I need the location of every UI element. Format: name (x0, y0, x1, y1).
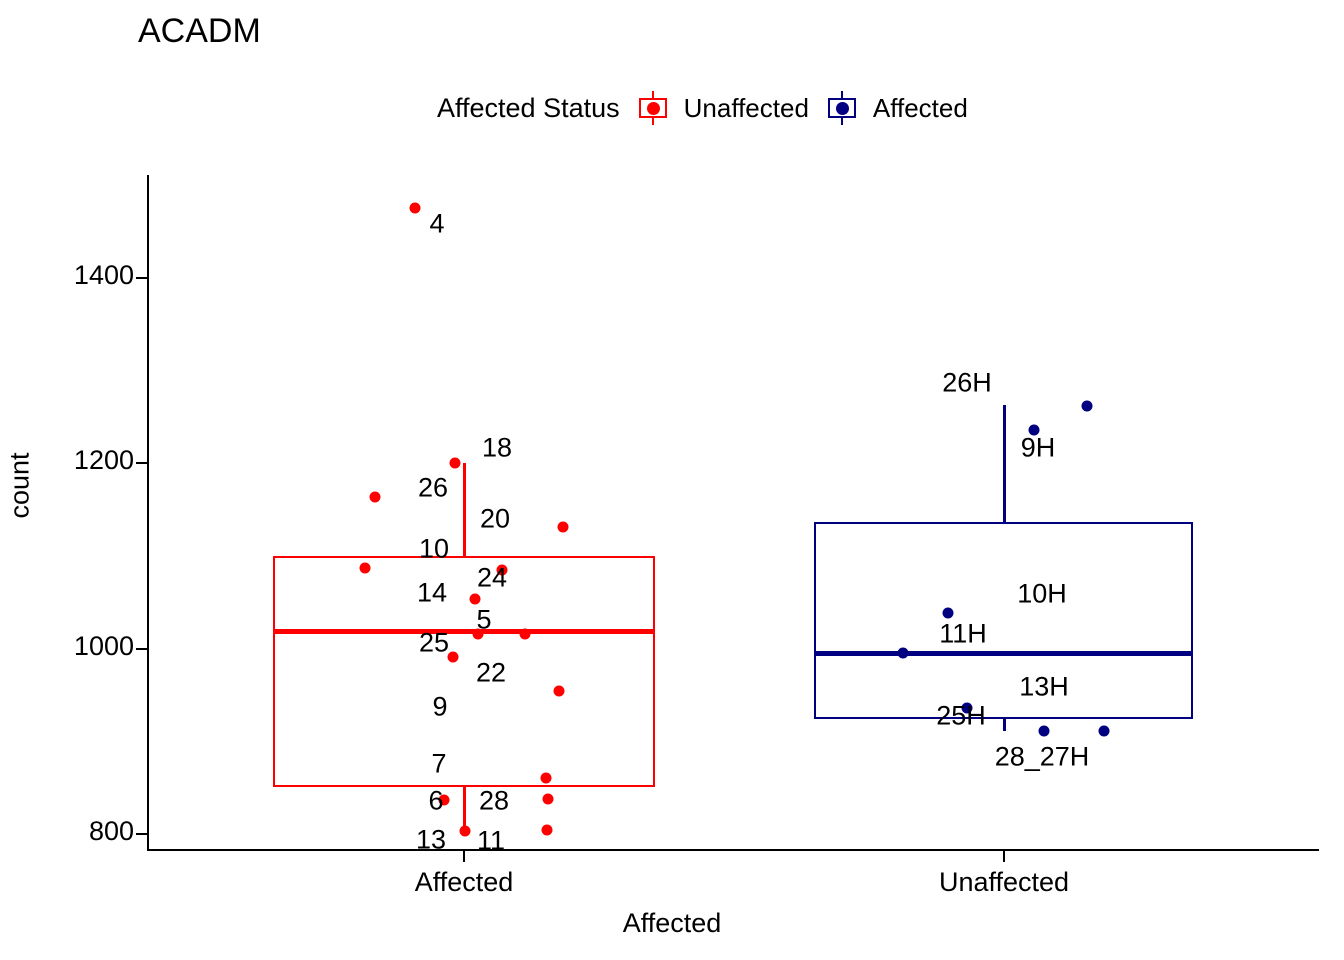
boxplot-key-icon (634, 91, 674, 125)
point-label-unaffected: 26H (942, 367, 992, 398)
data-point-affected[interactable] (359, 562, 371, 574)
point-label-unaffected: 11H (939, 618, 987, 649)
data-point-affected[interactable] (496, 564, 508, 576)
y-tick-label: 1200 (73, 445, 134, 475)
point-label-unaffected: 25H (936, 700, 986, 731)
point-label-affected: 26 (417, 472, 449, 503)
x-tick-label: Affected (414, 867, 514, 897)
x-tick-label: Unaffected (938, 867, 1070, 897)
legend-label-affected: Affected (872, 92, 968, 123)
legend-label-unaffected: Unaffected (683, 92, 809, 123)
y-tick-label: 1400 (73, 260, 134, 290)
legend-title: Affected Status (437, 92, 620, 123)
data-point-unaffected[interactable] (897, 647, 909, 659)
page-title: ACADM (138, 12, 261, 50)
point-label-affected: 24 (476, 562, 508, 593)
point-label-affected: 25 (418, 627, 450, 658)
y-tick-mark (136, 648, 147, 650)
box-affected[interactable] (273, 556, 655, 787)
whisker-lower-unaffected (1003, 719, 1006, 731)
point-label-unaffected: 13H (1019, 671, 1069, 702)
x-axis-title: Affected (622, 908, 722, 938)
data-point-affected[interactable] (409, 202, 421, 214)
data-point-affected[interactable] (557, 521, 569, 533)
point-label-affected: 10 (418, 533, 450, 564)
data-point-affected[interactable] (469, 593, 481, 605)
data-point-affected[interactable] (459, 825, 471, 837)
boxplot-key-icon (823, 91, 863, 125)
y-tick-mark (136, 462, 147, 464)
data-point-affected[interactable] (472, 628, 484, 640)
y-tick-label: 1000 (73, 631, 134, 661)
whisker-upper-unaffected (1003, 405, 1006, 522)
data-point-unaffected[interactable] (961, 702, 973, 714)
point-label-affected: 6 (428, 785, 444, 816)
point-label-affected: 7 (431, 748, 447, 779)
point-label-affected: 14 (416, 577, 448, 608)
point-label-affected: 4 (429, 208, 445, 239)
point-label-affected: 28 (478, 785, 510, 816)
y-axis-line (147, 175, 149, 850)
data-point-affected[interactable] (519, 628, 531, 640)
data-point-affected[interactable] (553, 685, 565, 697)
point-label-affected: 5 (476, 604, 492, 635)
x-axis-line (147, 849, 1319, 851)
y-tick-label: 800 (88, 816, 134, 846)
point-label-affected: 20 (479, 503, 511, 534)
data-point-affected[interactable] (447, 651, 459, 663)
data-point-unaffected[interactable] (1038, 725, 1050, 737)
legend-entry-affected[interactable]: Affected (823, 91, 968, 125)
y-tick-mark (136, 277, 147, 279)
whisker-lower-affected (463, 787, 466, 830)
point-label-affected: 11 (476, 825, 506, 856)
point-label-affected: 22 (475, 657, 507, 688)
data-point-affected[interactable] (449, 457, 461, 469)
x-tick-mark (463, 851, 465, 862)
median-line-unaffected (814, 651, 1193, 656)
data-point-affected[interactable] (438, 794, 450, 806)
point-label-affected: 13 (415, 824, 447, 855)
y-axis-title: count (4, 452, 35, 519)
y-tick-mark (136, 833, 147, 835)
point-label-unaffected: 9H (1020, 432, 1056, 463)
point-label-unaffected: 28_27H (994, 741, 1090, 772)
data-point-unaffected[interactable] (942, 607, 954, 619)
whisker-upper-affected (463, 463, 466, 556)
data-point-affected[interactable] (541, 824, 553, 836)
data-point-unaffected[interactable] (1081, 400, 1093, 412)
point-label-affected: 9 (432, 691, 448, 722)
data-point-affected[interactable] (542, 793, 554, 805)
box-unaffected[interactable] (814, 522, 1193, 719)
point-label-affected: 18 (481, 432, 513, 463)
x-tick-mark (1003, 851, 1005, 862)
legend-entry-unaffected[interactable]: Unaffected (634, 91, 809, 125)
median-line-affected (273, 629, 655, 634)
data-point-affected[interactable] (369, 491, 381, 503)
data-point-unaffected[interactable] (1098, 725, 1110, 737)
point-label-unaffected: 10H (1017, 578, 1067, 609)
data-point-unaffected[interactable] (1028, 424, 1040, 436)
data-point-affected[interactable] (540, 772, 552, 784)
legend: Affected Status Unaffected Affected (437, 88, 968, 128)
